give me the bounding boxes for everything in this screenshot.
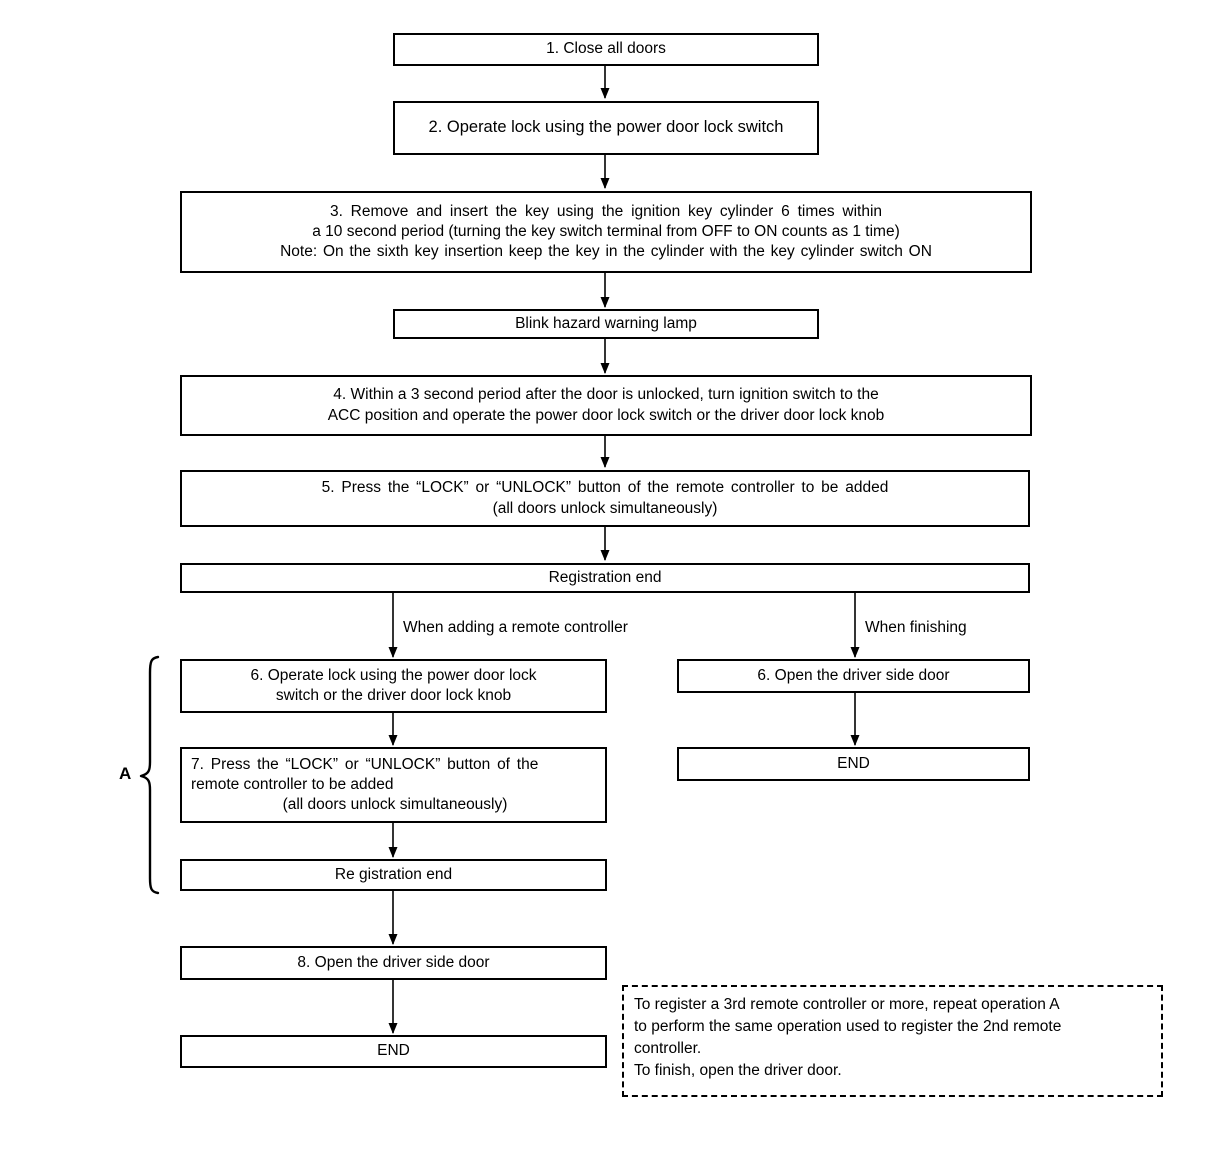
node-step1: 1. Close all doors [393,33,819,66]
node-step2-text: 2. Operate lock using the power door loc… [428,118,784,137]
node-step5-line1: 5. Press the “LOCK” or “UNLOCK” button o… [321,479,889,497]
node-step1-text: 1. Close all doors [546,40,666,58]
node-step6-right: 6. Open the driver side door [677,659,1030,693]
node-registration-end: Registration end [180,563,1030,593]
node-end-right-text: END [837,754,870,772]
note-line1: To register a 3rd remote controller or m… [634,996,1060,1013]
node-step8: 8. Open the driver side door [180,946,607,980]
node-step4: 4. Within a 3 second period after the do… [180,375,1032,436]
loop-bracket-brace [139,655,160,895]
node-step4-line2: ACC position and operate the power door … [327,406,885,424]
branch-label-finishing: When finishing [865,619,967,636]
node-end-left-text: END [377,1042,410,1060]
node-step6-left-line2: switch or the driver door lock knob [275,687,512,704]
node-step8-text: 8. Open the driver side door [297,953,490,971]
node-step4-line1: 4. Within a 3 second period after the do… [333,386,879,404]
node-step7-line3: (all doors unlock simultaneously) [282,796,508,814]
branch-label-adding: When adding a remote controller [403,619,628,636]
node-step5-line2: (all doors unlock simultaneously) [492,499,718,517]
node-step3-line1: 3. Remove and insert the key using the i… [329,202,883,220]
node-end-right: END [677,747,1030,781]
node-registration-end-2: Re gistration end [180,859,607,891]
node-step6-right-text: 6. Open the driver side door [757,666,950,684]
node-step6-left: 6. Operate lock using the power door loc… [180,659,607,713]
node-step3: 3. Remove and insert the key using the i… [180,191,1032,273]
node-step5: 5. Press the “LOCK” or “UNLOCK” button o… [180,470,1030,527]
note-line3: controller. [634,1040,702,1057]
node-blink-hazard: Blink hazard warning lamp [393,309,819,339]
note-box: To register a 3rd remote controller or m… [622,985,1163,1097]
node-registration-end-2-text: Re gistration end [334,865,453,883]
node-step3-line3: Note: On the sixth key insertion keep th… [280,243,932,261]
note-line2: to perform the same operation used to re… [634,1018,1062,1035]
node-step2: 2. Operate lock using the power door loc… [393,101,819,155]
node-registration-end-text: Registration end [548,568,662,586]
note-line4: To finish, open the driver door. [634,1062,842,1079]
node-step3-line2: a 10 second period (turning the key swit… [312,222,900,240]
node-end-left: END [180,1035,607,1068]
node-blink-hazard-text: Blink hazard warning lamp [515,314,697,332]
node-step7-line1: 7. Press the “LOCK” or “UNLOCK” button o… [191,755,539,773]
node-step6-left-line1: 6. Operate lock using the power door loc… [250,666,537,684]
node-step7-line2: remote controller to be added [191,775,394,793]
loop-label-a: A [119,764,132,783]
node-step7: 7. Press the “LOCK” or “UNLOCK” button o… [180,747,607,823]
